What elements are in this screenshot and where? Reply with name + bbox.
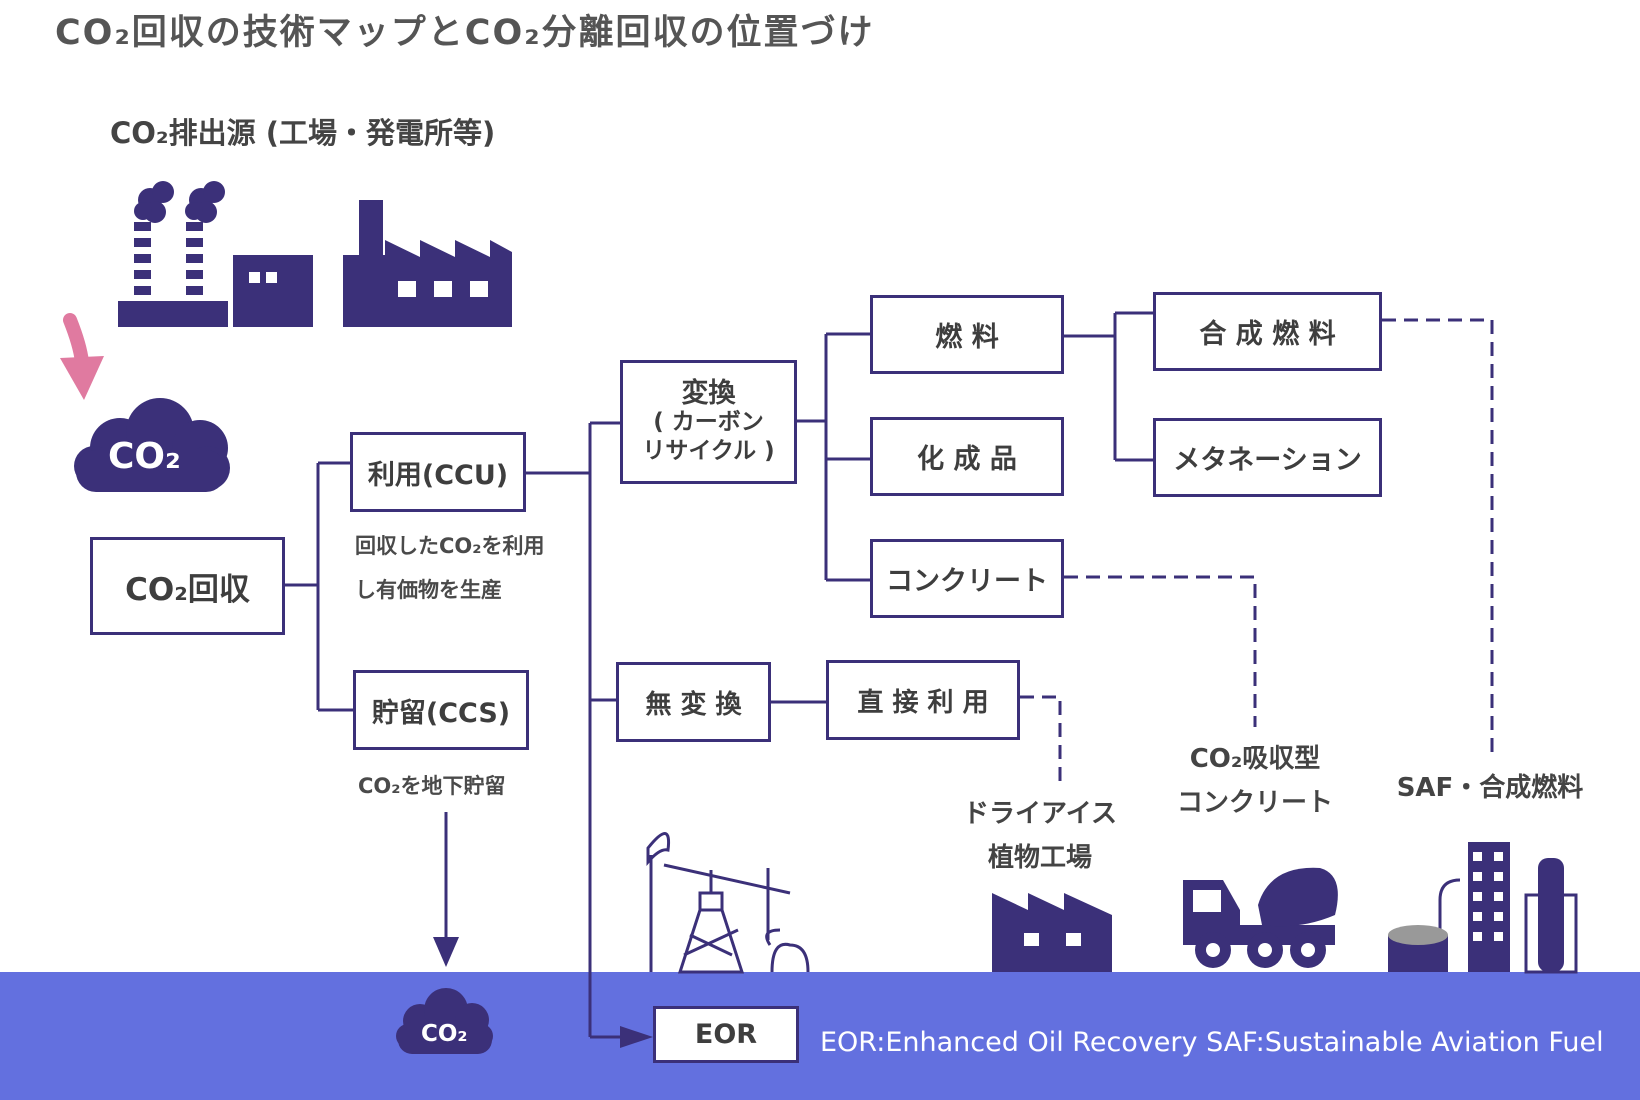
- ccu-note-line2: し有価物を生産: [355, 578, 502, 602]
- factory-window: [434, 281, 452, 297]
- refinery-icon: [1388, 842, 1578, 974]
- down-arrow-icon: [60, 313, 104, 400]
- arrows: [433, 812, 653, 1048]
- node-synthetic-fuel: 合 成 燃 料: [1153, 292, 1382, 371]
- tree-connectors: [285, 311, 1153, 1037]
- truck-window: [1193, 890, 1221, 912]
- absorb-concrete-label: CO₂吸収型 コンクリート: [1160, 737, 1350, 825]
- plant-factory-window: [1066, 933, 1081, 946]
- node-ccu-label: 利用(CCU): [367, 459, 509, 491]
- node-methanation: メタネーション: [1153, 418, 1382, 497]
- factory-window: [470, 281, 488, 297]
- ccs-note: CO₂を地下貯留: [358, 774, 506, 798]
- node-conversion-line3: リサイクル ): [642, 437, 775, 464]
- factory-smokestack-icon: [118, 181, 313, 327]
- oil-pump-jack-icon: [646, 832, 810, 974]
- co2-cloud-label: CO₂: [108, 436, 181, 477]
- plant-factory-icon: [992, 893, 1112, 972]
- node-fuel: 燃 料: [870, 295, 1064, 374]
- co2-cloud-icon: [74, 398, 230, 492]
- truck-hubcap: [1258, 943, 1272, 957]
- node-concrete: コンクリート: [870, 539, 1064, 618]
- node-fuel-label: 燃 料: [935, 322, 999, 353]
- node-concrete-label: コンクリート: [886, 566, 1048, 597]
- factory-icon: [343, 200, 512, 327]
- node-chemicals-label: 化 成 品: [917, 444, 1017, 475]
- node-capture-label: CO₂回収: [125, 571, 250, 608]
- node-eor: EOR: [653, 1006, 799, 1063]
- node-methanation-label: メタネーション: [1173, 445, 1362, 476]
- node-synthetic-fuel-label: 合 成 燃 料: [1199, 319, 1336, 350]
- co2-cloud-small-icon: [396, 988, 493, 1054]
- page-title: CO₂回収の技術マップとCO₂分離回収の位置づけ: [55, 13, 875, 53]
- dashed-leaders: [1020, 318, 1494, 787]
- node-conversion-line2: ( カーボン: [653, 408, 764, 435]
- node-eor-label: EOR: [694, 1019, 758, 1050]
- plant-factory-window: [1024, 933, 1039, 946]
- node-ccu: 利用(CCU): [350, 432, 526, 512]
- saf-label-line1: SAF・合成燃料: [1396, 773, 1584, 803]
- building-window: [266, 272, 277, 283]
- node-no-conversion-label: 無 変 換: [645, 689, 742, 720]
- truck-hubcap: [1206, 943, 1220, 957]
- node-chemicals: 化 成 品: [870, 417, 1064, 496]
- absorb-concrete-label-line2: コンクリート: [1176, 788, 1333, 818]
- node-ccs-label: 貯留(CCS): [371, 697, 511, 729]
- refinery-windows: [1473, 852, 1503, 941]
- absorb-concrete-label-line1: CO₂吸収型: [1189, 744, 1321, 774]
- leader-synthetic-fuel-to-saf: [1382, 318, 1494, 757]
- leader-direct-use-to-dry-ice: [1020, 695, 1062, 787]
- node-conversion: 変換 ( カーボン リサイクル ): [620, 360, 797, 484]
- node-no-conversion: 無 変 換: [616, 662, 771, 742]
- leader-concrete-to-absorb: [1064, 575, 1257, 727]
- dry-ice-label-line2: 植物工場: [987, 843, 1092, 873]
- saf-label: SAF・合成燃料: [1380, 766, 1600, 810]
- emission-source-label: CO₂排出源 (工場・発電所等): [110, 116, 496, 150]
- co2-cloud-small-label: CO₂: [421, 1021, 468, 1047]
- truck-hubcap: [1301, 943, 1315, 957]
- dry-ice-label: ドライアイス 植物工場: [950, 792, 1130, 880]
- factory-window: [398, 281, 416, 297]
- node-ccs: 貯留(CCS): [353, 670, 529, 750]
- arrow-ccs-down-head: [433, 937, 459, 967]
- building-window: [249, 272, 260, 283]
- arrow-to-eor-head: [620, 1026, 653, 1048]
- node-direct-use-label: 直 接 利 用: [857, 687, 989, 718]
- ccu-note-line1: 回収したCO₂を利用: [355, 534, 545, 558]
- node-capture: CO₂回収: [90, 537, 285, 635]
- node-direct-use: 直 接 利 用: [826, 660, 1020, 740]
- node-conversion-line1: 変換: [681, 377, 736, 409]
- footnote: EOR:Enhanced Oil Recovery SAF:Sustainabl…: [820, 1027, 1604, 1058]
- dry-ice-label-line1: ドライアイス: [963, 799, 1117, 829]
- ground-layer: [0, 972, 1640, 1100]
